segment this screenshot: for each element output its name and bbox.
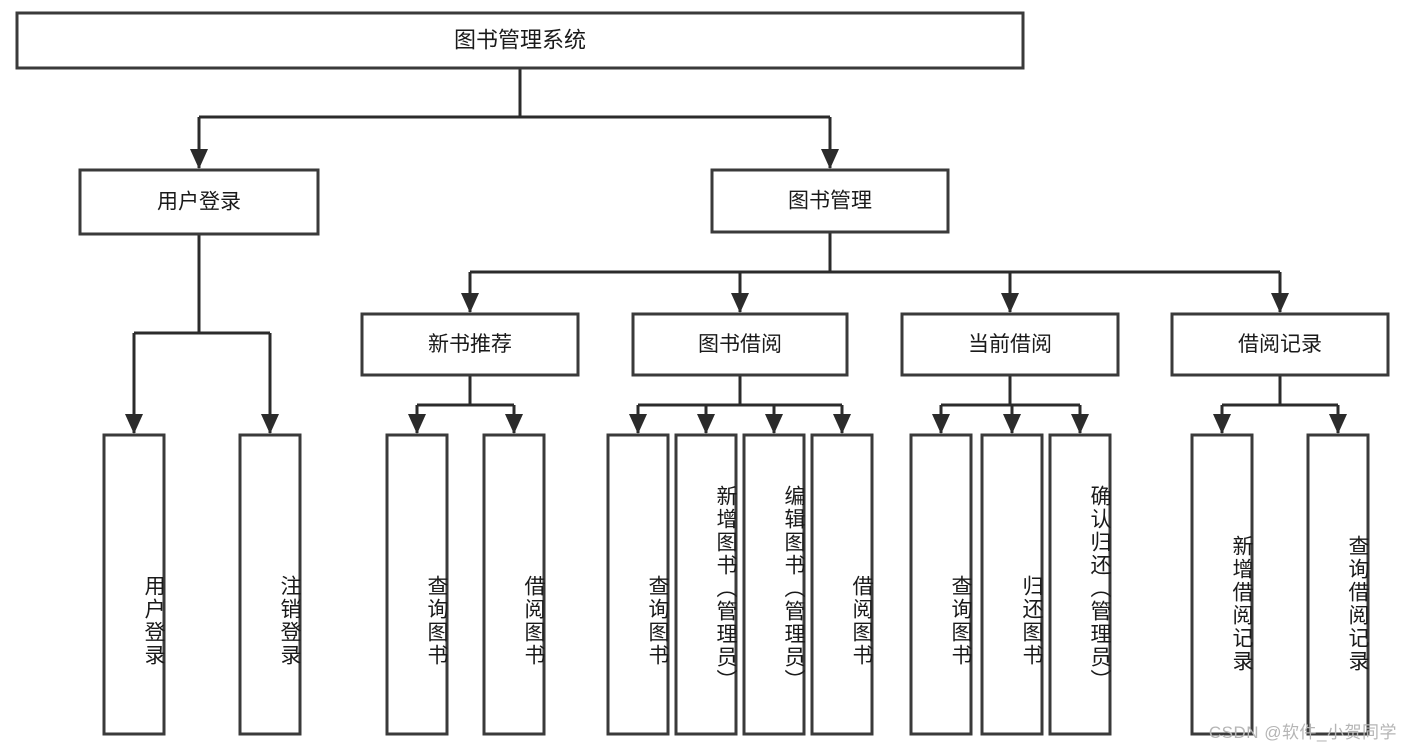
watermark-text: CSDN @软件_小贺同学 bbox=[1208, 723, 1397, 742]
arrow-new-book-rec-leaf-0 bbox=[408, 414, 426, 434]
connectors-layer bbox=[125, 68, 1347, 434]
arrow-new-book-rec-leaf-1 bbox=[505, 414, 523, 434]
arrow-borrow-record-leaf-1 bbox=[1329, 414, 1347, 434]
node-box-leaf-query-book-3[interactable] bbox=[909, 433, 973, 736]
node-box-leaf-borrow-book-2[interactable] bbox=[810, 433, 874, 736]
node-label-current-borrow: 当前借阅 bbox=[968, 333, 1052, 356]
arrow-to-book-borrow bbox=[731, 293, 749, 313]
boxes-layer bbox=[15, 11, 1390, 736]
node-box-new-book-rec[interactable] bbox=[360, 312, 580, 377]
node-box-root[interactable] bbox=[15, 11, 1025, 70]
node-box-leaf-edit-book[interactable] bbox=[742, 433, 806, 736]
node-box-leaf-return-book[interactable] bbox=[980, 433, 1044, 736]
node-box-user-login[interactable] bbox=[78, 168, 320, 236]
node-box-leaf-query-book-2[interactable] bbox=[606, 433, 670, 736]
arrow-to-current-borrow bbox=[1001, 293, 1019, 313]
node-box-book-borrow[interactable] bbox=[631, 312, 849, 377]
arrow-borrow-record-leaf-0 bbox=[1213, 414, 1231, 434]
node-box-book-manage[interactable] bbox=[710, 168, 950, 234]
arrow-to-new-book-rec bbox=[461, 293, 479, 313]
arrow-book-borrow-leaf-0 bbox=[629, 414, 647, 434]
arrow-current-borrow-leaf-1 bbox=[1003, 414, 1021, 434]
node-box-leaf-query-book-1[interactable] bbox=[385, 433, 449, 736]
node-label-new-book-rec: 新书推荐 bbox=[428, 333, 512, 356]
node-label-borrow-record: 借阅记录 bbox=[1238, 333, 1322, 356]
node-box-leaf-confirm-return[interactable] bbox=[1048, 433, 1112, 736]
node-box-leaf-borrow-book-1[interactable] bbox=[482, 433, 546, 736]
arrow-to-user-login bbox=[190, 149, 208, 169]
node-label-root: 图书管理系统 bbox=[454, 27, 586, 52]
node-box-leaf-add-book[interactable] bbox=[674, 433, 738, 736]
node-box-leaf-user-login[interactable] bbox=[102, 433, 166, 736]
arrow-book-borrow-leaf-3 bbox=[833, 414, 851, 434]
arrow-to-borrow-record bbox=[1271, 293, 1289, 313]
arrow-current-borrow-leaf-2 bbox=[1071, 414, 1089, 434]
arrow-to-book-manage bbox=[821, 149, 839, 169]
arrow-user-login-leaf-0 bbox=[125, 414, 143, 434]
node-box-leaf-add-record[interactable] bbox=[1190, 433, 1254, 736]
node-label-book-borrow: 图书借阅 bbox=[698, 333, 782, 356]
node-box-leaf-query-record[interactable] bbox=[1306, 433, 1370, 736]
arrow-book-borrow-leaf-2 bbox=[765, 414, 783, 434]
node-label-book-manage: 图书管理 bbox=[788, 190, 872, 213]
node-box-borrow-record[interactable] bbox=[1170, 312, 1390, 377]
arrow-user-login-leaf-1 bbox=[261, 414, 279, 434]
node-box-current-borrow[interactable] bbox=[900, 312, 1120, 377]
node-box-leaf-user-logout[interactable] bbox=[238, 433, 302, 736]
node-label-user-login: 用户登录 bbox=[157, 191, 241, 214]
arrow-current-borrow-leaf-0 bbox=[932, 414, 950, 434]
arrow-book-borrow-leaf-1 bbox=[697, 414, 715, 434]
